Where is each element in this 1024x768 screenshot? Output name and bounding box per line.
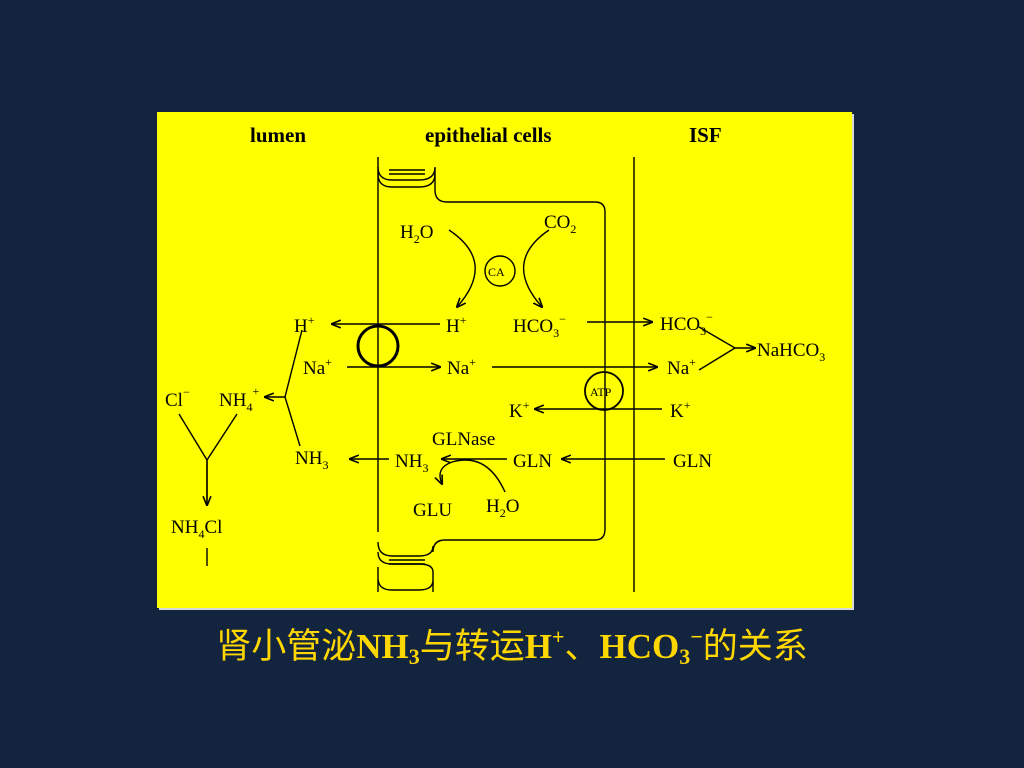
svg-text:HCO3−: HCO3− (513, 312, 566, 340)
lumen-header: lumen (250, 123, 306, 147)
na-h-exchanger-circle (356, 324, 400, 368)
svg-text:HCO3−: HCO3− (660, 310, 713, 338)
na-plus-reabsorption: Na+ Na+ Na+ NaHCO3 (303, 326, 825, 379)
glnase-label: GLNase (432, 429, 495, 450)
svg-text:H+: H+ (294, 313, 315, 337)
svg-text:NH3: NH3 (295, 448, 328, 472)
carbonic-anhydrase-reaction: H2O CO2 CA (400, 212, 576, 307)
svg-text:Na+: Na+ (667, 355, 696, 379)
lumen-ammonium-formation: Cl− NH4+ NH4Cl (165, 329, 303, 566)
ammonia-secretion-diagram: lumen epithelial cells ISF H2O CO2 CA H+… (165, 123, 825, 592)
svg-text:NaHCO3: NaHCO3 (757, 340, 825, 364)
isf-header: ISF (689, 123, 722, 147)
glu-label: GLU (413, 500, 452, 521)
svg-text:NH3: NH3 (395, 451, 428, 475)
svg-text:H2O: H2O (486, 496, 519, 520)
svg-text:NH4+: NH4+ (219, 384, 259, 414)
svg-text:H2O: H2O (400, 222, 433, 246)
svg-text:Cl−: Cl− (165, 385, 190, 411)
na-k-atpase: ATP K+ K+ (509, 371, 691, 422)
atp-label: ATP (590, 385, 612, 399)
gln-isf-label: GLN (673, 451, 712, 472)
ca-label: CA (488, 265, 505, 279)
diagram-panel: lumen epithelial cells ISF H2O CO2 CA H+… (157, 112, 852, 608)
ammonia-glutamine-pathway: NH3 NH3 GLNase GLN GLN GLU H2O (295, 429, 712, 521)
svg-text:NH4Cl: NH4Cl (171, 517, 222, 541)
svg-text:Na+: Na+ (303, 355, 332, 379)
slide-caption: 肾小管泌NH3与转运H+、HCO3−的关系 (216, 624, 808, 669)
svg-text:CO2: CO2 (544, 212, 576, 236)
svg-text:Na+: Na+ (447, 355, 476, 379)
cell-membranes (377, 157, 635, 592)
h-plus-secretion: H+ HCO3− H+ HCO3− (294, 310, 713, 368)
svg-text:K+: K+ (509, 398, 530, 422)
gln-cell-label: GLN (513, 451, 552, 472)
svg-text:K+: K+ (670, 398, 691, 422)
epithelial-cells-header: epithelial cells (425, 123, 552, 147)
ca-enzyme-circle (484, 255, 516, 287)
svg-text:H+: H+ (446, 313, 467, 337)
atp-pump-circle (584, 371, 624, 411)
